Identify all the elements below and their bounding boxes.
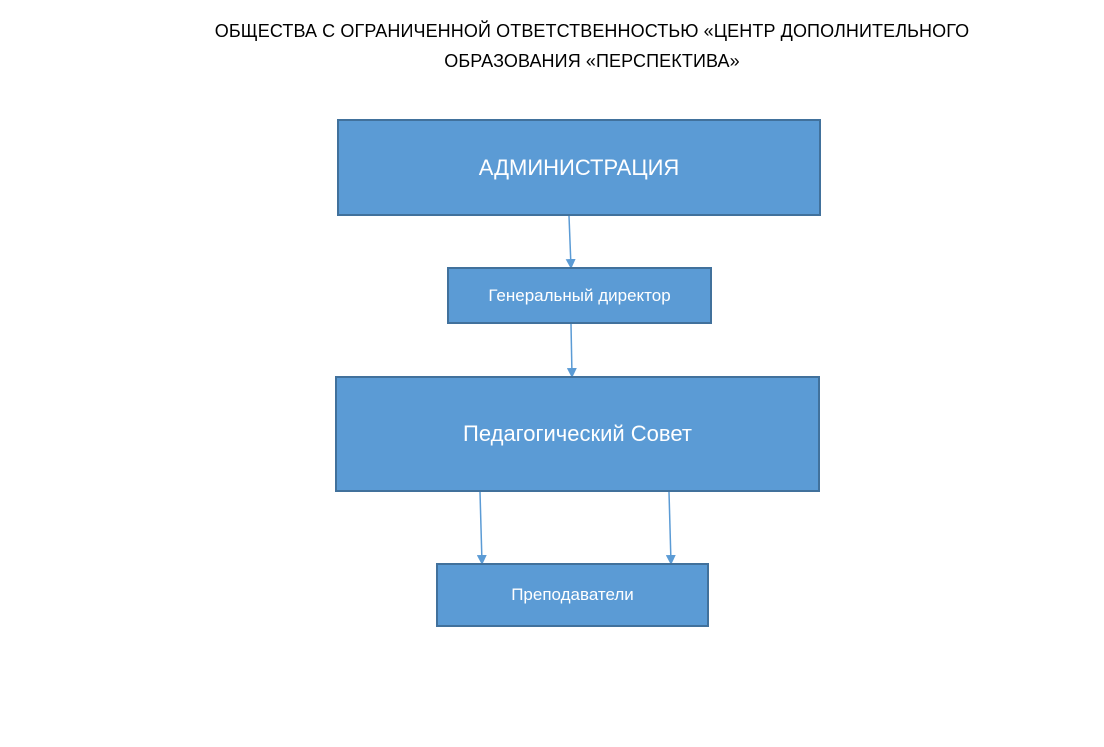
node-pedagogical-council: Педагогический Совет	[335, 376, 820, 492]
node-teachers: Преподаватели	[436, 563, 709, 627]
diagram-title: ОБЩЕСТВА С ОГРАНИЧЕННОЙ ОТВЕТСТВЕННОСТЬЮ…	[150, 16, 1034, 76]
node-general-director: Генеральный директор	[447, 267, 712, 324]
arrow-director-to-council	[566, 323, 577, 378]
arrow-council-to-teachers-right	[665, 491, 676, 565]
title-line-1: ОБЩЕСТВА С ОГРАНИЧЕННОЙ ОТВЕТСТВЕННОСТЬЮ…	[214, 21, 970, 41]
node-general-director-label: Генеральный директор	[488, 285, 671, 305]
arrow-council-to-teachers-left	[476, 491, 487, 565]
arrow-administration-to-director	[565, 215, 576, 269]
node-administration-label: АДМИНИСТРАЦИЯ	[478, 154, 680, 180]
title-line-2: ОБРАЗОВАНИЯ «ПЕРСПЕКТИВА»	[444, 51, 740, 71]
node-pedagogical-council-label: Педагогический Совет	[463, 421, 692, 446]
node-teachers-label: Преподаватели	[511, 585, 634, 604]
node-administration: АДМИНИСТРАЦИЯ	[337, 119, 821, 216]
